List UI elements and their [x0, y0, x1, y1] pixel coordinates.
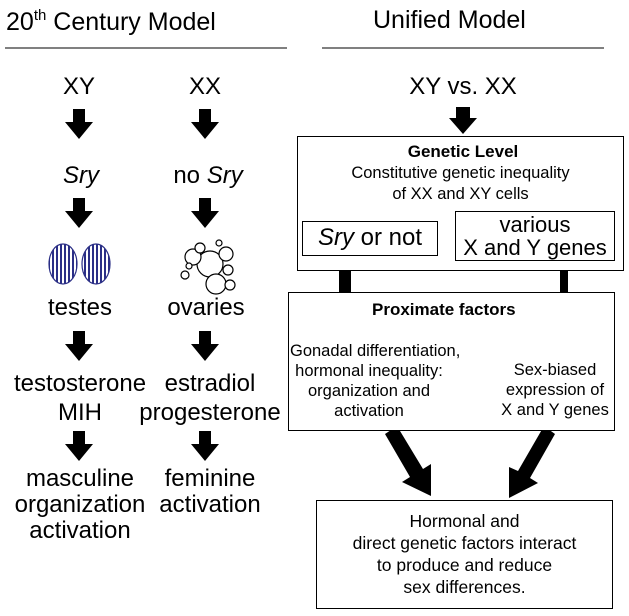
testes-to-testosterone-arrow: [65, 331, 93, 361]
female-hormone-line-1: estradiol: [164, 370, 256, 397]
result-box: [316, 500, 613, 609]
proximate-right-line-3: X and Y genes: [501, 401, 609, 419]
xy-gene-label: Sry: [63, 164, 99, 188]
male-hormone-line-2: MIH: [58, 399, 102, 426]
male-hormone-line-1: testosterone: [13, 370, 147, 397]
female-hormone-line-2: progesterone: [139, 399, 281, 426]
proximate-left-line-2: hormonal inequality:: [295, 362, 443, 380]
xy-genotype-label: XY: [62, 73, 96, 100]
bubble-cluster-icon: [180, 239, 236, 295]
proximate-left-line-1: Gonadal differentiation,: [290, 342, 461, 360]
top-to-genetic-arrow: [449, 107, 477, 134]
xy-genes-line-2: X and Y genes: [463, 235, 607, 260]
genetic-level-description: Constitutive genetic inequality of XX an…: [297, 163, 624, 205]
left-title-number: 20: [6, 8, 34, 36]
proximate-right-line-1: Sex-biased: [513, 361, 597, 379]
proximate-right-text: Sex-biased expression of X and Y genes: [490, 360, 620, 420]
male-hormone-label: testosterone MIH: [0, 369, 161, 427]
striped-oval-icon: [48, 243, 111, 285]
male-outcome-line-2: organization: [14, 491, 146, 518]
female-outcome-line-2: activation: [159, 491, 261, 518]
left-title-rest: Century Model: [46, 8, 216, 36]
estradiol-to-feminine-arrow: [191, 431, 219, 461]
xy-genes-label: various X and Y genes: [455, 213, 615, 259]
right-model-title: Unified Model: [373, 6, 526, 34]
top-genotype-label: XY vs. XX: [409, 73, 517, 100]
left-model-title: 20th Century Model: [6, 8, 216, 35]
xy-to-sry-arrow: [65, 109, 93, 139]
female-outcome-line-1: feminine: [164, 465, 256, 492]
female-outcome-label: feminine activation: [135, 466, 285, 518]
result-line-2: direct genetic factors interact: [352, 533, 577, 553]
proximate-right-to-result-arrow: [509, 426, 555, 498]
result-line-1: Hormonal and: [409, 511, 520, 531]
xx-gene-text: Sry: [206, 162, 243, 189]
xx-gene-label: no Sry: [173, 164, 242, 188]
ovaries-label: ovaries: [167, 294, 245, 321]
sry-or-not-label: Sry or not: [318, 226, 422, 250]
result-line-3: to produce and reduce: [376, 555, 553, 575]
left-title-superscript: th: [33, 7, 47, 24]
sry-to-testes-icon-arrow: [65, 198, 93, 228]
male-outcome-line-3: activation: [29, 517, 131, 544]
proximate-left-text: Gonadal differentiation, hormonal inequa…: [290, 341, 461, 421]
male-outcome-label: masculine organization activation: [0, 466, 161, 544]
genetic-level-heading: Genetic Level: [407, 142, 519, 161]
proximate-factors-box: [288, 292, 615, 431]
proximate-left-line-3: organization and: [307, 382, 430, 400]
sry-or-not-box: [302, 221, 438, 256]
sry-italic-text: Sry: [317, 224, 354, 251]
testes-label: testes: [47, 294, 113, 321]
xy-genes-box: [455, 211, 615, 261]
genetic-desc-line-2: of XX and XY cells: [392, 185, 529, 203]
xy-genes-line-1: various: [499, 212, 571, 237]
ovaries-to-estradiol-arrow: [191, 331, 219, 361]
proximate-factors-heading: Proximate factors: [372, 300, 516, 319]
proximate-left-line-4: activation: [334, 402, 404, 420]
genetic-desc-line-1: Constitutive genetic inequality: [351, 164, 570, 182]
female-hormone-label: estradiol progesterone: [135, 369, 285, 427]
male-outcome-line-1: masculine: [25, 465, 135, 492]
proximate-left-to-result-arrow: [385, 426, 431, 496]
xx-to-nosry-arrow: [191, 109, 219, 139]
xy-gene-text: Sry: [63, 162, 99, 189]
result-text: Hormonal and direct genetic factors inte…: [316, 510, 613, 598]
testosterone-to-masculine-arrow: [65, 431, 93, 461]
nosry-to-ovaries-icon-arrow: [191, 198, 219, 228]
xx-gene-prefix: no: [173, 162, 207, 189]
result-line-4: sex differences.: [403, 577, 526, 597]
sry-rest-text: or not: [353, 224, 423, 251]
proximate-right-line-2: expression of: [505, 381, 605, 399]
xx-genotype-label: XX: [188, 73, 222, 100]
